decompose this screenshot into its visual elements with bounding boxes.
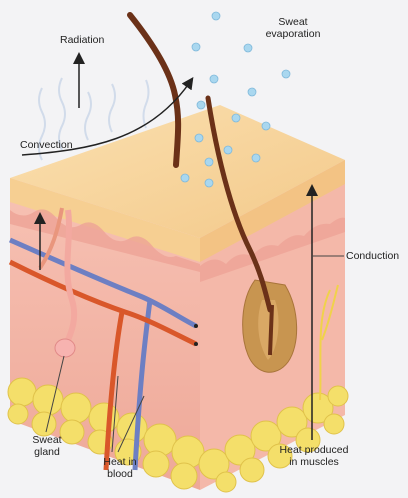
sweat-gland-label: Sweat gland <box>22 434 72 458</box>
heat-in-blood-label: Heat in blood <box>90 456 150 480</box>
radiation-label: Radiation <box>60 34 104 46</box>
sweat-gland-coil <box>55 339 75 357</box>
convection-label: Convection <box>20 139 73 151</box>
conduction-label: Conduction <box>346 250 399 262</box>
heat-produced-in-muscles-label: Heat produced in muscles <box>268 444 360 468</box>
hair-root <box>270 305 272 355</box>
sweat-evaporation-label: Sweat evaporation <box>248 16 338 40</box>
